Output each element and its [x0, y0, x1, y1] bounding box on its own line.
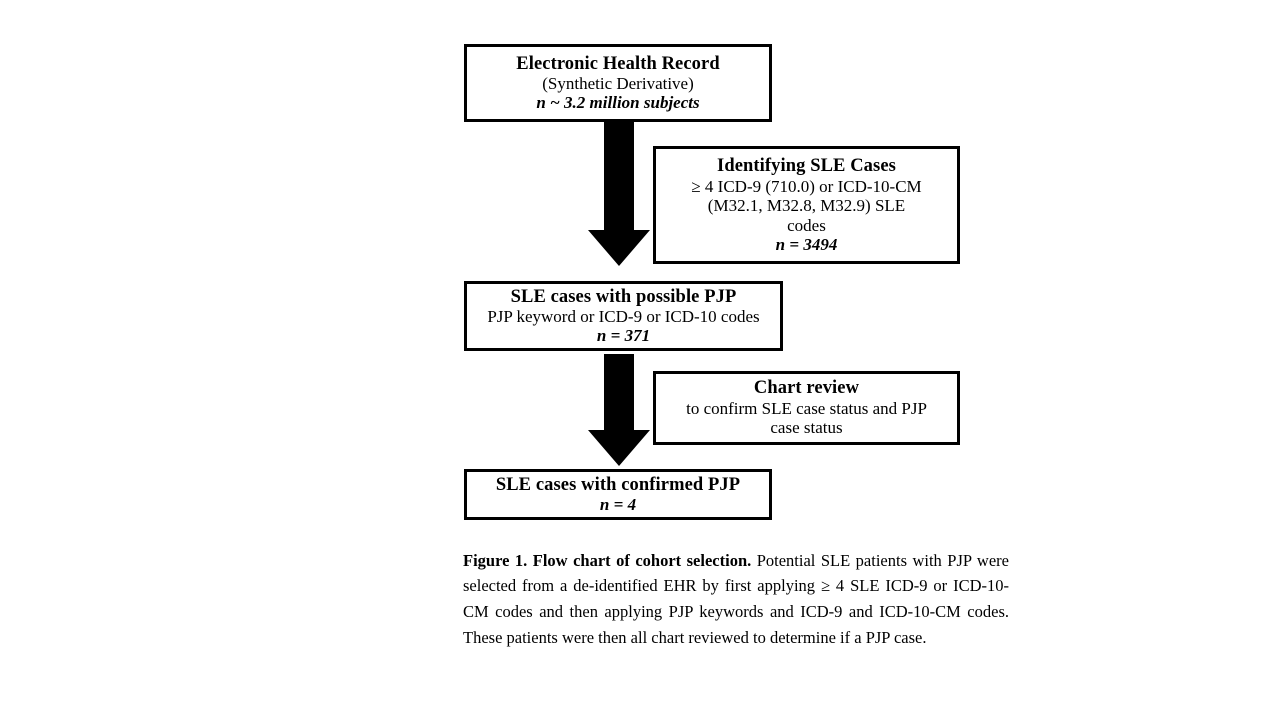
flow-node-criteria-line-1: ≥ 4 ICD-9 (710.0) or ICD-10-CM [691, 176, 922, 196]
figure-caption-body: Potential SLE patients with PJP were sel… [463, 550, 1009, 647]
flow-node-subtitle: PJP keyword or ICD-9 or ICD-10 codes [487, 307, 760, 327]
flow-node-title: SLE cases with confirmed PJP [495, 474, 741, 495]
flow-node-criteria-line-2: (M32.1, M32.8, M32.9) SLE [707, 196, 906, 216]
arrow-down-icon [588, 354, 650, 466]
flow-node-title: SLE cases with possible PJP [510, 286, 737, 307]
arrow-shape [588, 354, 650, 466]
figure-caption: Figure 1. Flow chart of cohort selection… [463, 548, 1009, 651]
flow-node-electronic-health-record: Electronic Health Record (Synthetic Deri… [464, 44, 772, 122]
flow-node-count: n = 371 [596, 326, 651, 346]
flow-node-subtitle: (Synthetic Derivative) [542, 74, 694, 94]
flow-node-sle-cases-confirmed-pjp: SLE cases with confirmed PJP n = 4 [464, 469, 772, 520]
flow-node-count: n = 3494 [775, 234, 838, 254]
flow-node-detail-line-2: case status [770, 418, 843, 438]
flow-node-sle-cases-possible-pjp: SLE cases with possible PJP PJP keyword … [464, 281, 783, 351]
flow-node-count: n = 4 [599, 495, 637, 515]
arrow-down-icon [588, 122, 650, 266]
flow-node-detail-line-1: to confirm SLE case status and PJP [686, 398, 927, 418]
arrow-shape [588, 122, 650, 266]
flow-node-criteria-line-3: codes [787, 215, 826, 235]
flow-node-title: Chart review [753, 378, 860, 399]
flow-node-chart-review: Chart review to confirm SLE case status … [653, 371, 960, 445]
flow-node-identifying-sle-cases: Identifying SLE Cases ≥ 4 ICD-9 (710.0) … [653, 146, 960, 264]
flow-node-count: n ~ 3.2 million subjects [536, 93, 700, 113]
flow-node-title: Identifying SLE Cases [717, 156, 896, 177]
figure-caption-lead: Figure 1. Flow chart of cohort selection… [463, 550, 752, 570]
flow-node-title: Electronic Health Record [516, 53, 720, 74]
